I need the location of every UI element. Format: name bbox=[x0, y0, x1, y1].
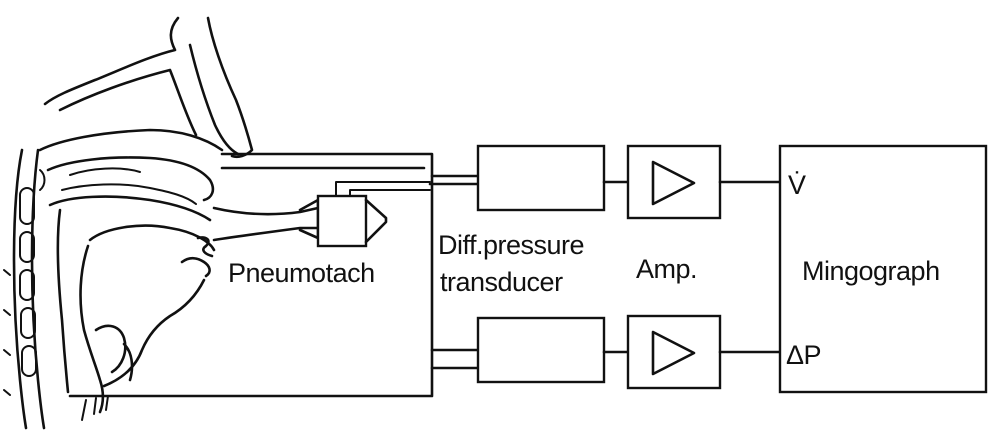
hard-palate bbox=[48, 195, 212, 222]
transducer-label-line2: transducer bbox=[440, 267, 563, 297]
lower-lip bbox=[180, 256, 211, 278]
pneumotach-outlet-cone bbox=[364, 198, 388, 244]
turbinate-a bbox=[69, 167, 141, 176]
amp-flow-triangle-icon bbox=[651, 160, 696, 206]
tongue-dorsum bbox=[88, 224, 216, 252]
pneumotach-device bbox=[298, 181, 431, 248]
flow-channel-label: V̇ bbox=[788, 170, 806, 200]
pneumotach-body bbox=[316, 194, 368, 248]
upper-lip bbox=[196, 236, 214, 258]
trachea-rings bbox=[81, 395, 109, 421]
larynx-front bbox=[122, 342, 134, 382]
amp-label: Amp. bbox=[636, 254, 697, 284]
nasal-cavity-upper bbox=[38, 128, 224, 152]
amp-flow-box bbox=[626, 144, 722, 220]
jaw-outline bbox=[102, 278, 206, 388]
nasal-tube bbox=[68, 152, 434, 398]
mingograph-box bbox=[778, 144, 988, 394]
amp-pressure-box bbox=[626, 314, 722, 390]
head-sagittal-section bbox=[3, 16, 254, 430]
mouthpiece-tube bbox=[212, 206, 320, 242]
transducer-flow-box bbox=[476, 144, 606, 212]
pressure-channel-label: ΔP bbox=[786, 340, 821, 370]
turbinate-b bbox=[61, 183, 197, 205]
nasal-inner-line bbox=[188, 43, 240, 156]
pneumotach-label: Pneumotach bbox=[228, 258, 375, 288]
nasal-bridge-curve bbox=[58, 68, 198, 137]
cervical-vertebrae bbox=[3, 148, 46, 430]
epiglottis bbox=[94, 324, 127, 374]
pharynx-posterior-wall bbox=[56, 208, 70, 394]
amp-pressure-triangle-icon bbox=[651, 330, 696, 376]
mingograph-label: Mingograph bbox=[802, 256, 940, 286]
pressure-lines bbox=[428, 174, 480, 370]
transducer-label-line1: Diff.pressure bbox=[438, 230, 584, 260]
nasal-cavity-floor bbox=[46, 156, 215, 202]
transducer-pressure-box bbox=[476, 316, 606, 384]
pneumotach-inlet-cone bbox=[298, 198, 320, 240]
face-profile-outline bbox=[43, 16, 254, 159]
